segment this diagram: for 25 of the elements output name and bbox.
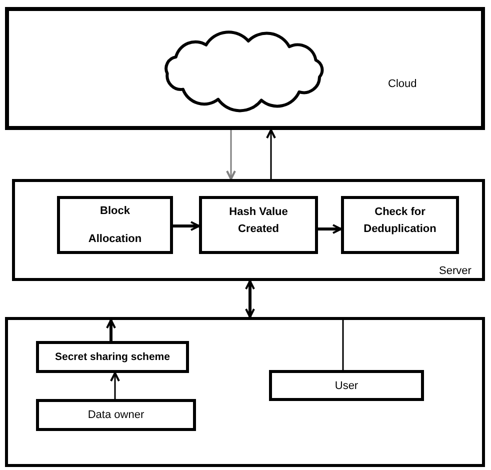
arrow xyxy=(266,129,276,179)
arrow xyxy=(226,130,236,180)
arrow xyxy=(173,221,200,231)
process-label: Block Allocation xyxy=(87,204,143,247)
process-box xyxy=(199,196,318,254)
process-box xyxy=(57,196,173,254)
panel xyxy=(5,7,485,130)
process-label: Data owner xyxy=(88,408,144,422)
arrow xyxy=(106,319,116,341)
process-label: User xyxy=(334,378,358,392)
process-box xyxy=(269,370,424,401)
panel-label: Cloud xyxy=(388,77,417,91)
process-label: Secret sharing scheme xyxy=(55,350,170,364)
panel xyxy=(5,317,485,467)
arrow xyxy=(245,280,255,318)
panel xyxy=(12,179,485,281)
process-box xyxy=(341,196,459,254)
connector-line xyxy=(342,320,344,370)
process-box xyxy=(36,341,189,373)
process-box xyxy=(36,399,196,431)
panel-label: Server xyxy=(439,264,472,278)
arrow xyxy=(110,372,120,399)
arrow xyxy=(318,224,342,234)
process-label: Check for Deduplication xyxy=(362,205,438,237)
process-label: Hash Value Created xyxy=(228,205,289,237)
